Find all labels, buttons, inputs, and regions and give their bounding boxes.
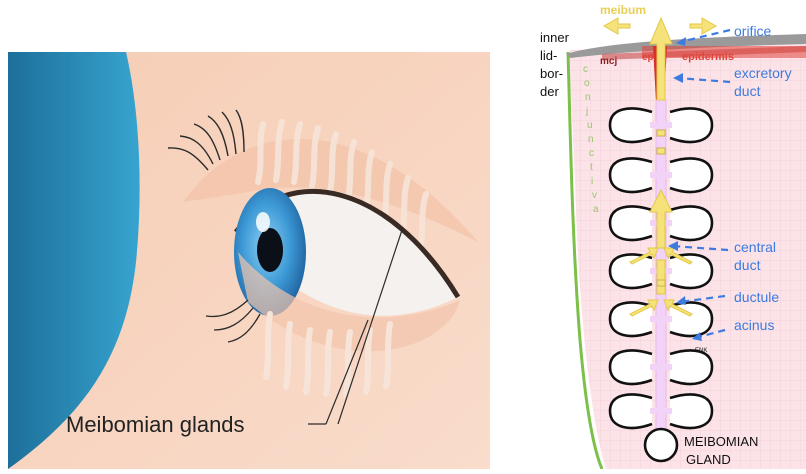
- conj-letter: c: [589, 148, 594, 159]
- label-enk: ENK: [695, 348, 707, 354]
- label-ductule: ductule: [734, 289, 779, 305]
- caption-meibomian-glands: Meibomian glands: [66, 412, 245, 437]
- acinus-right-6: [670, 350, 712, 383]
- label-inner-3: bor-: [540, 66, 563, 81]
- acinus-left-3: [610, 206, 652, 239]
- acinus-right-3: [670, 206, 712, 239]
- label-meibomian: MEIBOMIAN: [684, 434, 758, 449]
- acinus-left-1: [610, 108, 652, 141]
- label-gland: GLAND: [686, 452, 731, 467]
- gland-schematic: meibum orifice inner lid- bor- der mcj e…: [520, 0, 806, 469]
- label-excretory-duct: duct: [734, 83, 761, 99]
- secretion-drop-1: [657, 130, 665, 136]
- label-ep: ep: [642, 52, 654, 63]
- acinus-right-1: [670, 108, 712, 141]
- label-meibum: meibum: [600, 3, 646, 17]
- pupil: [257, 228, 283, 272]
- acinus-left-2: [610, 158, 652, 191]
- label-inner-1: inner: [540, 30, 570, 45]
- arrow-meibum-left: [604, 18, 630, 34]
- label-central: central: [734, 239, 776, 255]
- eye-illustration-panel: Meibomian glands: [8, 52, 490, 469]
- iris-highlight: [256, 212, 270, 232]
- conj-letter: c: [583, 64, 588, 75]
- acinus-right-7: [670, 394, 712, 427]
- arrow-meibum-right: [690, 18, 716, 34]
- acinus-right-4: [670, 254, 712, 287]
- conj-letter: v: [592, 190, 597, 201]
- conj-letter: a: [593, 204, 599, 215]
- conj-letter: t: [590, 162, 593, 173]
- label-orifice: orifice: [734, 23, 772, 39]
- label-central-duct: duct: [734, 257, 761, 273]
- acinus-left-4: [610, 254, 652, 287]
- conj-letter: n: [588, 134, 594, 145]
- secretion-drop-3: [657, 280, 665, 286]
- conj-letter: n: [585, 92, 591, 103]
- conj-letter: o: [584, 78, 590, 89]
- label-acinus: acinus: [734, 317, 774, 333]
- label-excretory: excretory: [734, 65, 792, 81]
- acinus-right-2: [670, 158, 712, 191]
- label-inner-2: lid-: [540, 48, 557, 63]
- acinus-left-6: [610, 350, 652, 383]
- conj-letter: i: [591, 176, 593, 187]
- acinus-terminal: [645, 429, 677, 461]
- conj-letter: j: [585, 106, 588, 117]
- secretion-drop-2: [657, 148, 665, 154]
- label-epidermis: epidermis: [682, 51, 734, 63]
- eye-illustration: Meibomian glands: [8, 52, 490, 469]
- label-inner-4: der: [540, 84, 559, 99]
- conj-letter: u: [587, 120, 593, 131]
- acinus-left-7: [610, 394, 652, 427]
- gland-schematic-panel: meibum orifice inner lid- bor- der mcj e…: [520, 0, 806, 469]
- arrow-central-stem: [657, 260, 665, 294]
- label-mcj: mcj: [600, 56, 617, 67]
